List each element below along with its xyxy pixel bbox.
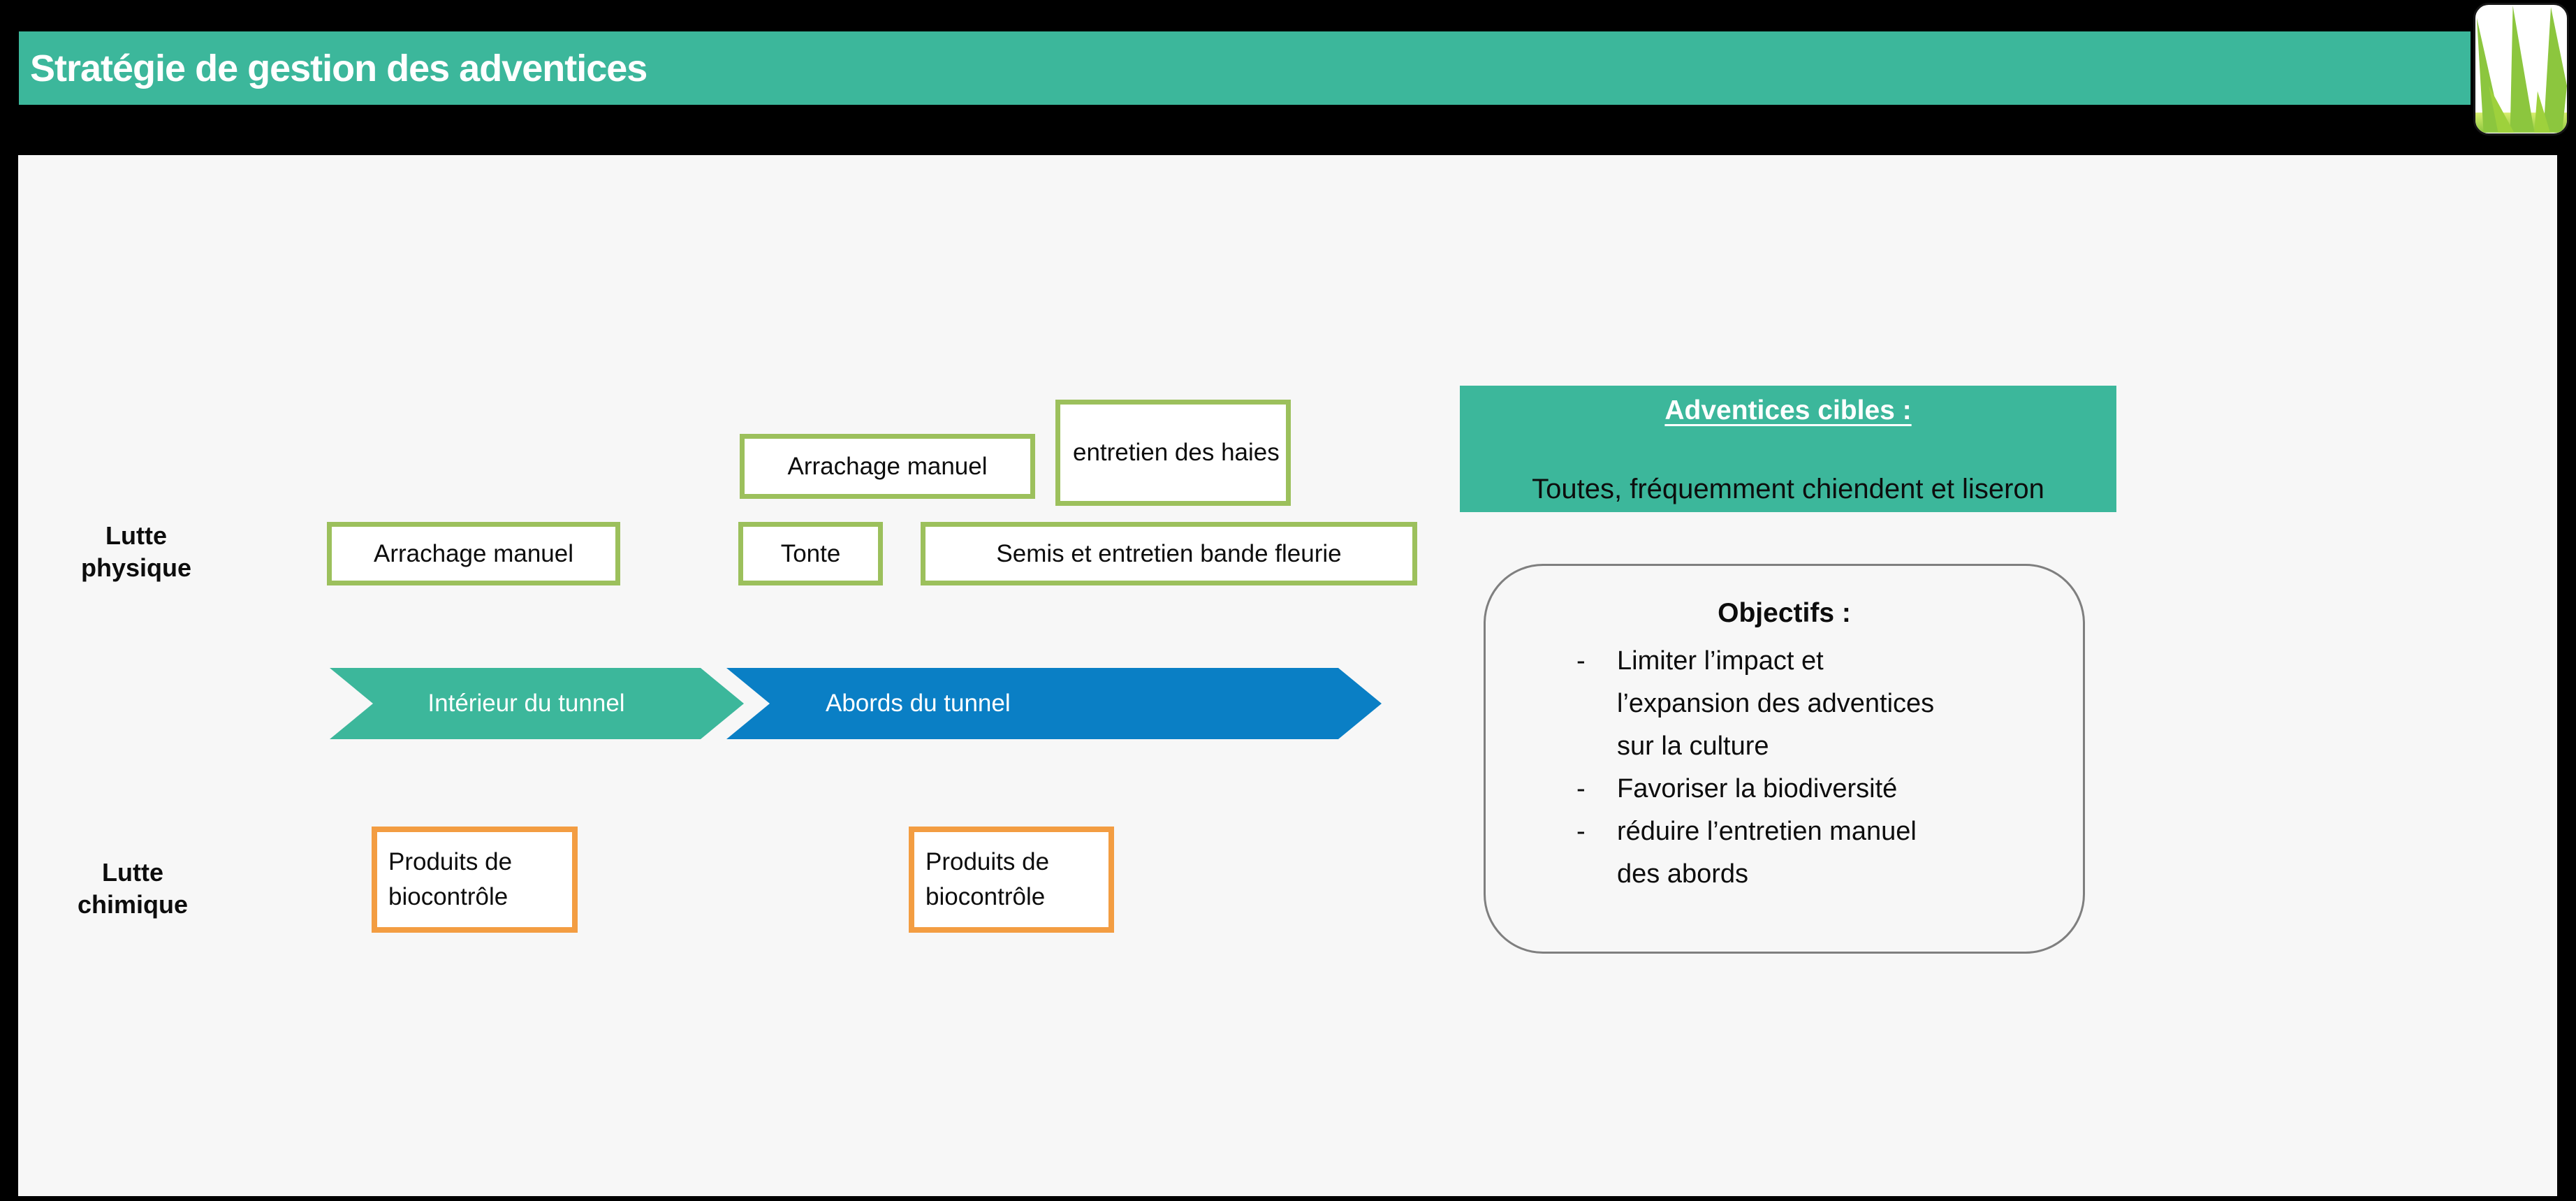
row-label-lutte-physique: Lutte physique [80, 521, 192, 582]
objectives-box: Objectifs : - Limiter l’impact et l’expa… [1484, 564, 2085, 954]
box-produits-biocontrole-abords: Produits de biocontrôle [909, 827, 1114, 933]
objective-item: - Favoriser la biodiversité [1576, 768, 2083, 810]
bullet-dash: - [1576, 774, 1586, 803]
box-entretien-des-haies: entretien des haies [1055, 400, 1291, 506]
objective-item: - réduire l’entretien manuel des abords [1576, 810, 2083, 896]
adventices-cibles-callout: Adventices cibles : Toutes, fréquemment … [1460, 386, 2116, 512]
header-bar: Stratégie de gestion des adventices [19, 31, 2471, 105]
bullet-dash: - [1576, 646, 1586, 676]
grass-logo-icon [2475, 6, 2567, 133]
bullet-dash: - [1576, 817, 1586, 846]
objectives-title: Objectifs : [1718, 598, 1851, 628]
box-arrachage-manuel-interieur: Arrachage manuel [327, 522, 620, 585]
objective-item: - Limiter l’impact et l’expansion des ad… [1576, 640, 2083, 768]
arrow-abords-du-tunnel: Abords du tunnel [726, 668, 1382, 739]
box-semis-bande-fleurie: Semis et entretien bande fleurie [921, 522, 1417, 585]
box-tonte: Tonte [738, 522, 883, 585]
row-label-lutte-chimique: Lutte chimique [77, 858, 189, 919]
adventices-cibles-body: Toutes, fréquemment chiendent et liseron [1532, 474, 2044, 504]
box-produits-biocontrole-interieur: Produits de biocontrôle [372, 827, 578, 933]
objectives-list: - Limiter l’impact et l’expansion des ad… [1576, 640, 2083, 896]
arrow-interieur-du-tunnel: Intérieur du tunnel [330, 668, 744, 739]
box-arrachage-manuel-abords: Arrachage manuel [740, 434, 1035, 499]
page-title: Stratégie de gestion des adventices [30, 47, 647, 89]
logo [2473, 3, 2569, 136]
adventices-cibles-title: Adventices cibles : [1664, 395, 1912, 425]
